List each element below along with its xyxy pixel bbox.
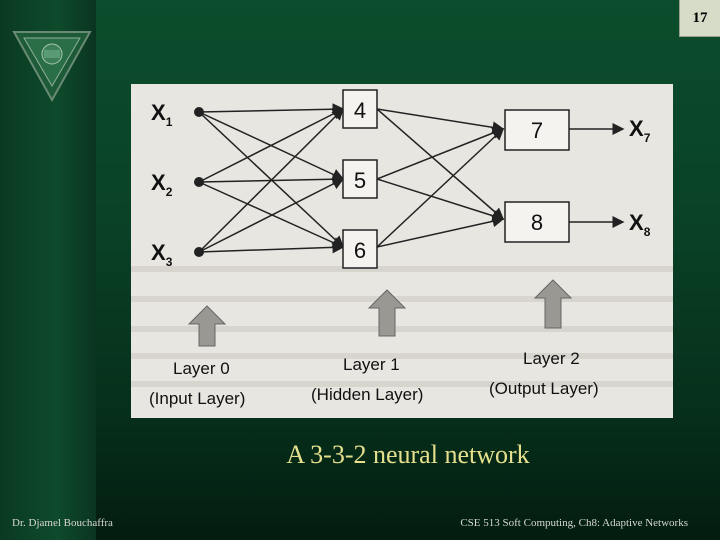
hidden-node-4: 4 <box>342 89 378 129</box>
hidden-output-connections <box>376 108 505 248</box>
layer0-name: Layer 0 <box>173 359 230 378</box>
layer1-name: Layer 1 <box>343 355 400 374</box>
output-node-7: 7 <box>504 109 570 151</box>
layer0-desc: (Input Layer) <box>149 389 245 408</box>
input-nodes <box>194 107 204 257</box>
svg-text:4: 4 <box>354 98 366 123</box>
input-hidden-connections <box>198 103 345 254</box>
footer-course: CSE 513 Soft Computing, Ch8: Adaptive Ne… <box>460 517 688 529</box>
figure-caption: A 3-3-2 neural network <box>286 440 530 469</box>
svg-text:7: 7 <box>531 118 543 143</box>
input-label-x2: X2 <box>151 170 173 199</box>
input-label-x3: X3 <box>151 240 173 269</box>
network-figure: X1 X2 X3 4 5 6 7 8 X7 X8 <box>131 84 673 418</box>
background-text-lines <box>131 266 673 387</box>
slide-number: 17 <box>679 0 720 37</box>
svg-text:5: 5 <box>354 168 366 193</box>
layer2-desc: (Output Layer) <box>489 379 599 398</box>
svg-text:6: 6 <box>354 238 366 263</box>
footer-author: Dr. Djamel Bouchaffra <box>12 517 113 529</box>
output-label-x8: X8 <box>629 210 651 239</box>
input-label-x1: X1 <box>151 100 173 129</box>
up-arrow-icon <box>367 289 407 337</box>
up-arrow-icon <box>187 305 227 347</box>
layer2-name: Layer 2 <box>523 349 580 368</box>
up-arrow-icon <box>533 279 573 329</box>
layer1-desc: (Hidden Layer) <box>311 385 423 404</box>
output-arrows <box>569 123 625 228</box>
output-node-8: 8 <box>504 201 570 243</box>
triangle-emblem-icon <box>12 31 92 103</box>
output-label-x7: X7 <box>629 116 651 145</box>
hidden-node-5: 5 <box>342 159 378 199</box>
hidden-node-6: 6 <box>342 229 378 269</box>
svg-text:8: 8 <box>531 210 543 235</box>
